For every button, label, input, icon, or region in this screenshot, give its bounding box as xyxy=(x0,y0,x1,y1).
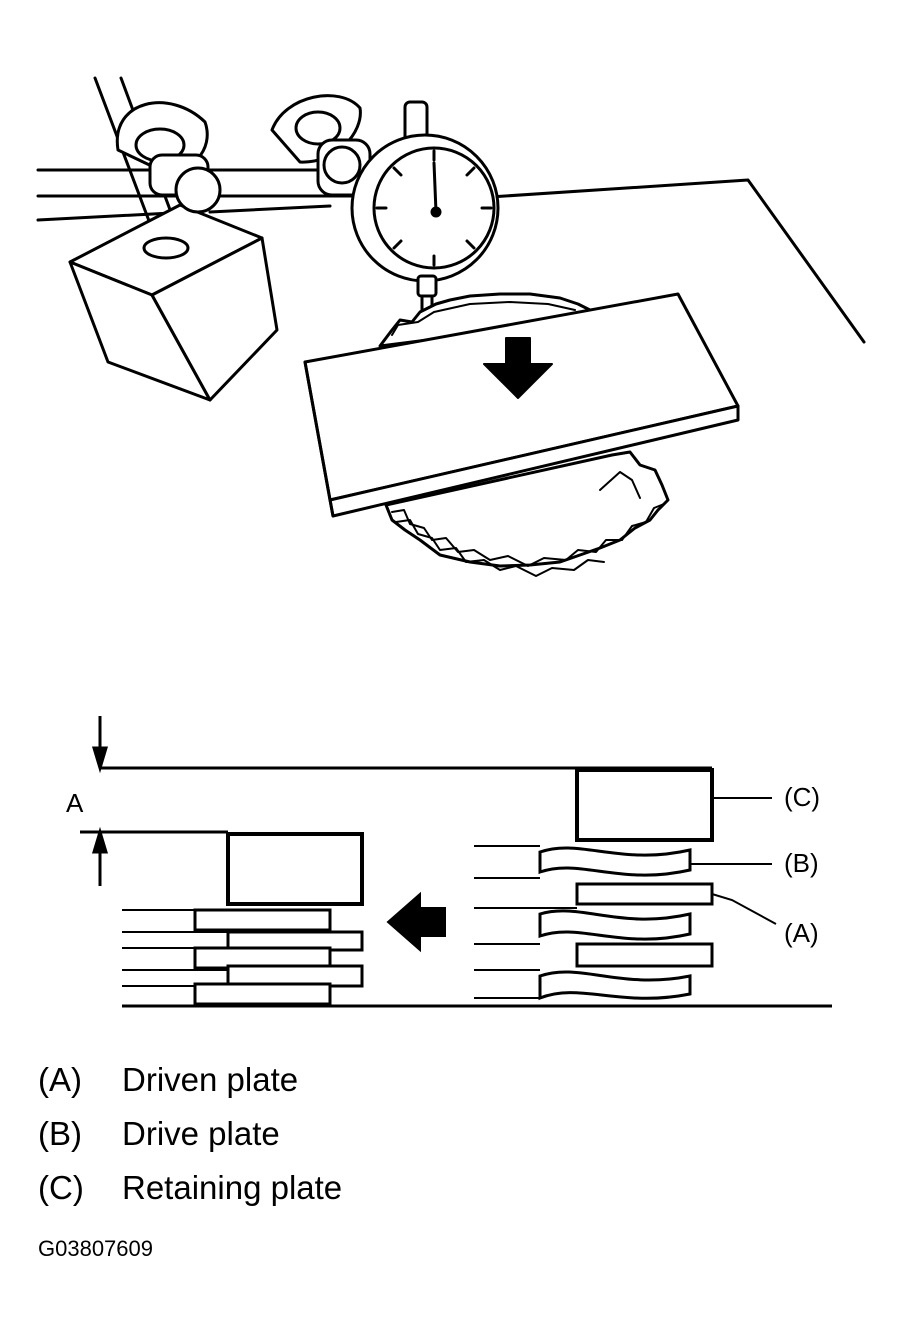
legend-text: Drive plate xyxy=(122,1115,280,1152)
callout-leaders xyxy=(690,797,777,925)
clutch-pack xyxy=(378,292,670,577)
clearance-schematic: A (C) (B) (A) xyxy=(66,716,832,1008)
retaining-plate xyxy=(226,832,364,906)
legend-key: (C) xyxy=(38,1169,84,1206)
legend-text: Driven plate xyxy=(122,1061,299,1098)
legend-text: Retaining plate xyxy=(122,1169,343,1206)
legend-key: (A) xyxy=(38,1061,82,1098)
magnetic-base xyxy=(68,203,279,402)
legend-key: (B) xyxy=(38,1115,82,1152)
callout-c: (C) xyxy=(784,782,820,812)
compression-arrow xyxy=(386,891,446,953)
right-plate-stack xyxy=(474,768,714,1001)
clearance-label: A xyxy=(66,788,84,818)
callout-b: (B) xyxy=(784,848,819,878)
press-block xyxy=(303,292,740,518)
measurement-illustration xyxy=(36,76,866,577)
clamp-joint xyxy=(148,138,372,214)
retaining-plate-raised xyxy=(575,768,714,842)
figure-id: G03807609 xyxy=(38,1236,153,1261)
press-arrow xyxy=(483,337,553,399)
bench-surface xyxy=(488,178,866,344)
left-plate-stack xyxy=(122,832,364,1006)
callout-a: (A) xyxy=(784,918,819,948)
dimension-a xyxy=(91,716,109,886)
